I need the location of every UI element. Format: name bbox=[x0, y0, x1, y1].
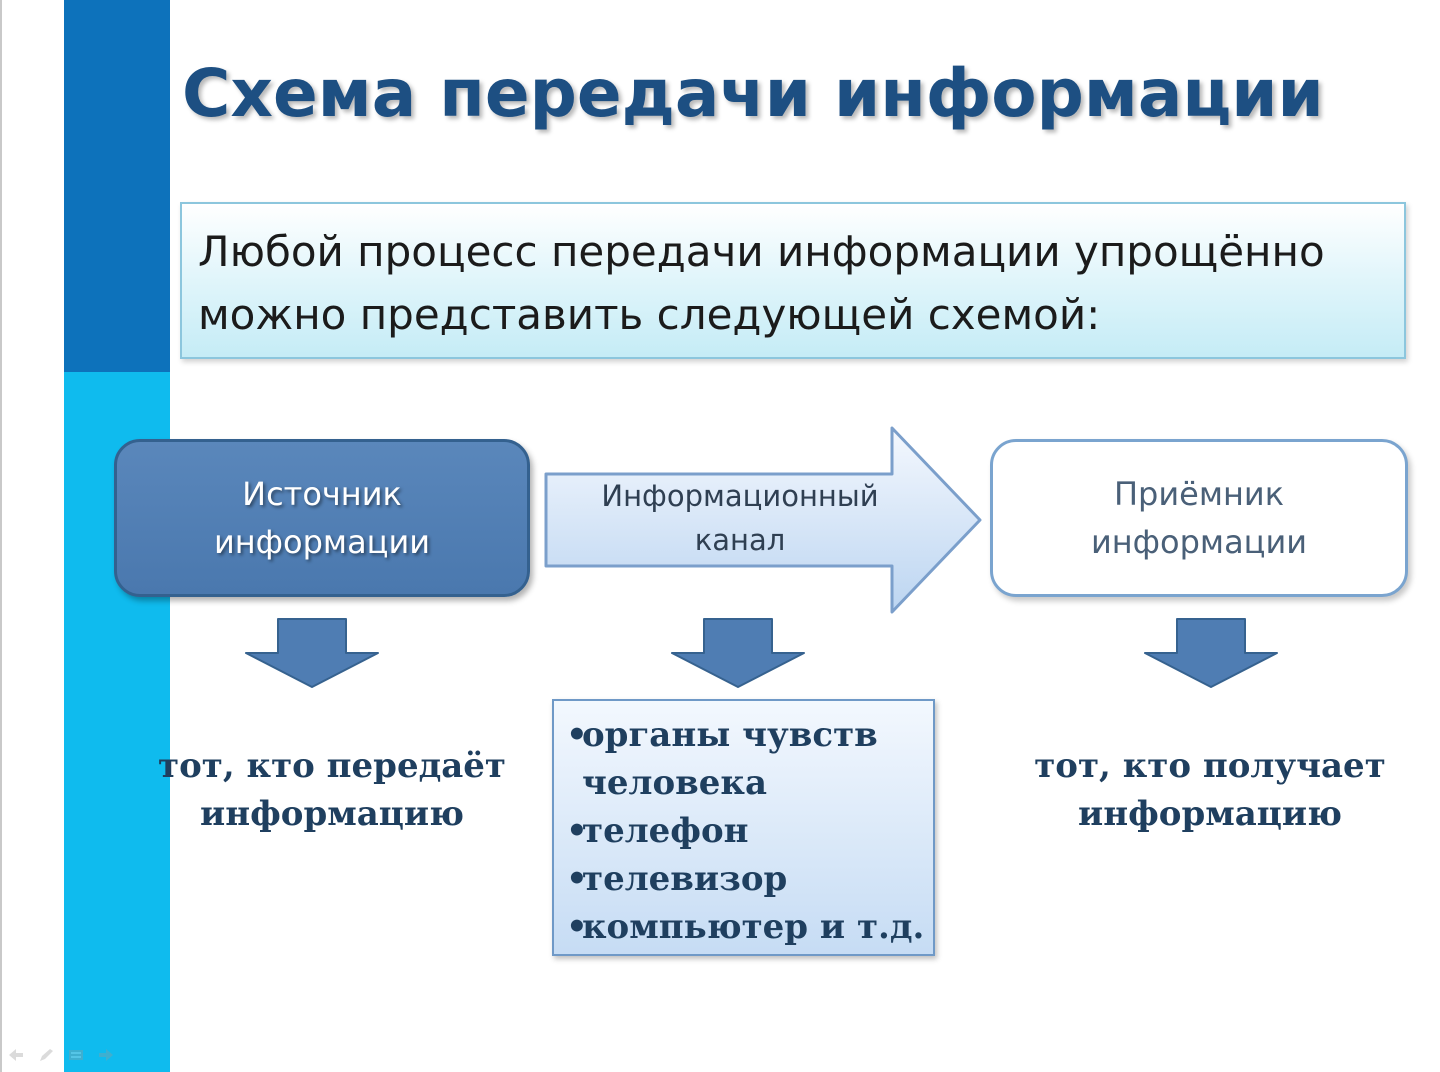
receiver-description: тот, кто получает информацию bbox=[1000, 742, 1420, 838]
channel-example-text: компьютер и т.д. bbox=[582, 907, 925, 947]
intro-line-1: Любой процесс передачи информации упрощё… bbox=[198, 227, 1325, 276]
source-label-line-1: Источник bbox=[242, 475, 402, 513]
channel-down-arrow-icon bbox=[671, 618, 805, 688]
receiver-down-arrow-icon bbox=[1144, 618, 1278, 688]
channel-example-text: телефон bbox=[582, 811, 749, 851]
source-label-line-2: информации bbox=[213, 523, 431, 561]
bullet: • bbox=[566, 907, 588, 947]
channel-example-text: телевизор bbox=[582, 859, 788, 899]
channel-example-item: • телефон bbox=[566, 807, 933, 855]
channel-example-item: • компьютер и т.д. bbox=[566, 903, 933, 951]
forward-icon[interactable] bbox=[98, 1048, 114, 1062]
pen-icon[interactable] bbox=[38, 1048, 54, 1062]
source-description-line-2: информацию bbox=[200, 794, 464, 834]
receiver-description-line-2: информацию bbox=[1078, 794, 1342, 834]
channel-example-item: • органы чувств bbox=[566, 711, 933, 759]
source-description: тот, кто передаёт информацию bbox=[122, 742, 542, 838]
left-edge-rule bbox=[0, 0, 2, 1072]
receiver-description-line-1: тот, кто получает bbox=[1034, 746, 1386, 786]
channel-example-item: • телевизор bbox=[566, 855, 933, 903]
intro-text: Любой процесс передачи информации упрощё… bbox=[198, 220, 1388, 346]
slides-icon[interactable] bbox=[68, 1048, 84, 1062]
channel-label-line-2: канал bbox=[694, 523, 786, 557]
channel-example-text: органы чувств bbox=[582, 715, 878, 755]
bullet: • bbox=[566, 811, 588, 851]
source-description-line-1: тот, кто передаёт bbox=[158, 746, 506, 786]
sidebar-band-dark bbox=[64, 0, 170, 372]
receiver-label-line-1: Приёмник bbox=[1113, 475, 1285, 513]
channel-example-item: человека bbox=[566, 759, 933, 807]
receiver-label-line-2: информации bbox=[1090, 523, 1308, 561]
receiver-node: Приёмник информации bbox=[990, 439, 1408, 597]
intro-box: Любой процесс передачи информации упрощё… bbox=[180, 202, 1406, 359]
slideshow-nav bbox=[8, 1048, 114, 1062]
channel-example-text: человека bbox=[582, 763, 768, 803]
intro-line-2: можно представить следующей схемой: bbox=[198, 290, 1101, 339]
channel-label-line-1: Информационный bbox=[601, 479, 879, 513]
slide-title: Схема передачи информации bbox=[182, 55, 1324, 132]
channel-arrow-shape bbox=[544, 426, 982, 614]
bullet: • bbox=[566, 859, 588, 899]
source-down-arrow-icon bbox=[245, 618, 379, 688]
channel-examples-box: • органы чувств человека • телефон • тел… bbox=[552, 699, 935, 956]
channel-examples-list: • органы чувств человека • телефон • тел… bbox=[566, 711, 933, 951]
back-icon[interactable] bbox=[8, 1048, 24, 1062]
bullet: • bbox=[566, 715, 588, 755]
channel-label: Информационный канал bbox=[560, 474, 920, 562]
source-node: Источник информации bbox=[114, 439, 530, 597]
